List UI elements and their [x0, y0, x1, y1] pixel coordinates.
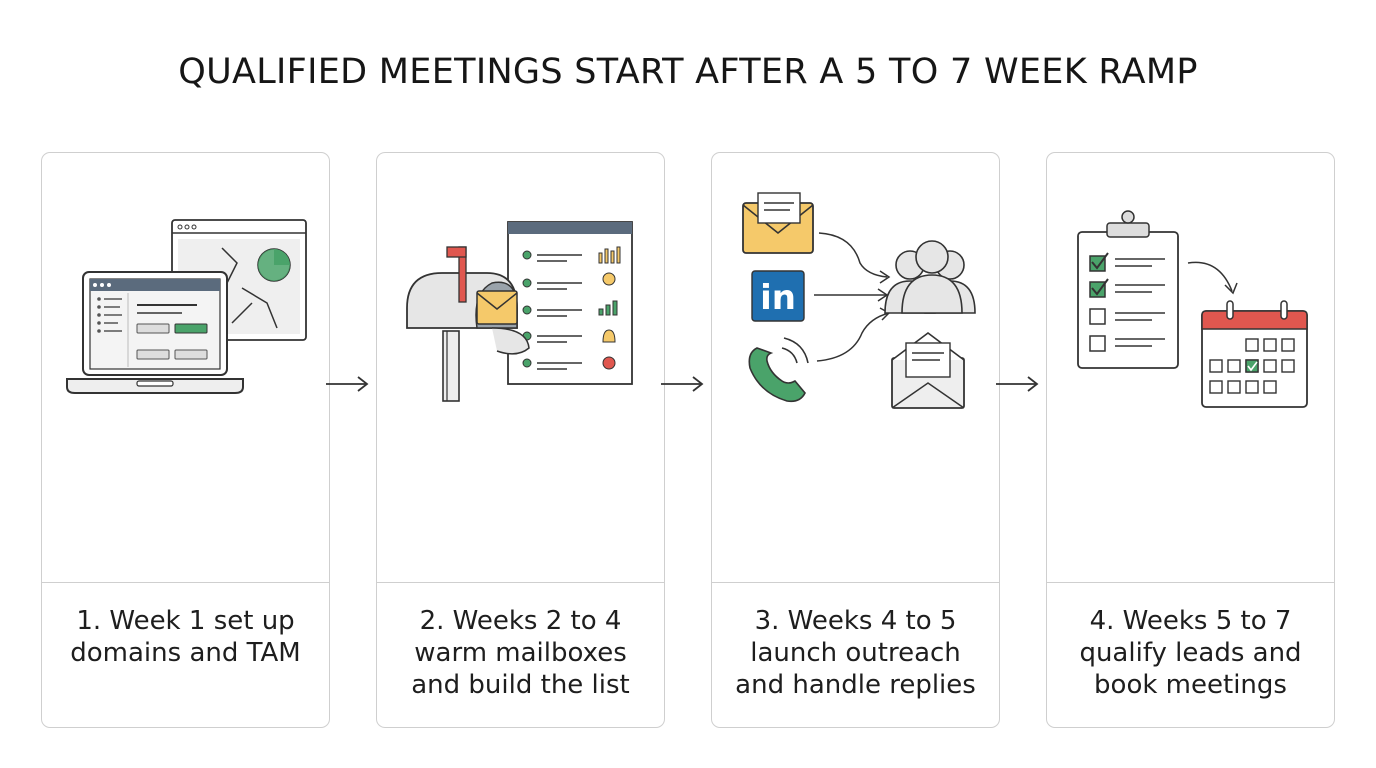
step-label-3: 3. Weeks 4 to 5 launch outreach and hand…: [735, 606, 976, 700]
card-divider: [712, 582, 999, 583]
reply-envelope-icon: [891, 332, 965, 409]
step-card-1: 1. Week 1 set up domains and TAM: [41, 152, 330, 728]
card-divider: [377, 582, 664, 583]
people-group-icon: [884, 240, 976, 314]
email-icon: [742, 192, 814, 254]
checklist-clipboard-icon: [1077, 210, 1179, 369]
step-card-3: in: [711, 152, 1000, 728]
laptop-dashboard-icon: [66, 271, 244, 394]
connector-arrows: [814, 232, 891, 362]
step-label-4: 4. Weeks 5 to 7 qualify leads and book m…: [1079, 606, 1302, 700]
connector-arrow: [1187, 261, 1238, 295]
linkedin-icon: in: [751, 270, 805, 322]
phone-icon: [748, 337, 809, 403]
setup-illustration: [66, 219, 307, 394]
calendar-icon: [1201, 300, 1308, 408]
step-arrow-2: [661, 376, 704, 392]
step-label-1: 1. Week 1 set up domains and TAM: [70, 606, 301, 668]
step-arrow-3: [996, 376, 1039, 392]
mailbox-icon: [406, 246, 530, 402]
diagram-title: QUALIFIED MEETINGS START AFTER A 5 TO 7 …: [178, 52, 1198, 92]
step-arrow-1: [326, 376, 369, 392]
step-card-2: 2. Weeks 2 to 4 warm mailboxes and build…: [376, 152, 665, 728]
step-label-2: 2. Weeks 2 to 4 warm mailboxes and build…: [411, 606, 630, 700]
linkedin-text: in: [760, 278, 796, 318]
outreach-illustration: in: [742, 192, 976, 409]
booking-illustration: [1077, 210, 1308, 408]
card-divider: [42, 582, 329, 583]
warmup-illustration: [406, 221, 633, 402]
card-divider: [1047, 582, 1334, 583]
step-card-4: 4. Weeks 5 to 7 qualify leads and book m…: [1046, 152, 1335, 728]
prospect-list-icon: [507, 221, 633, 385]
